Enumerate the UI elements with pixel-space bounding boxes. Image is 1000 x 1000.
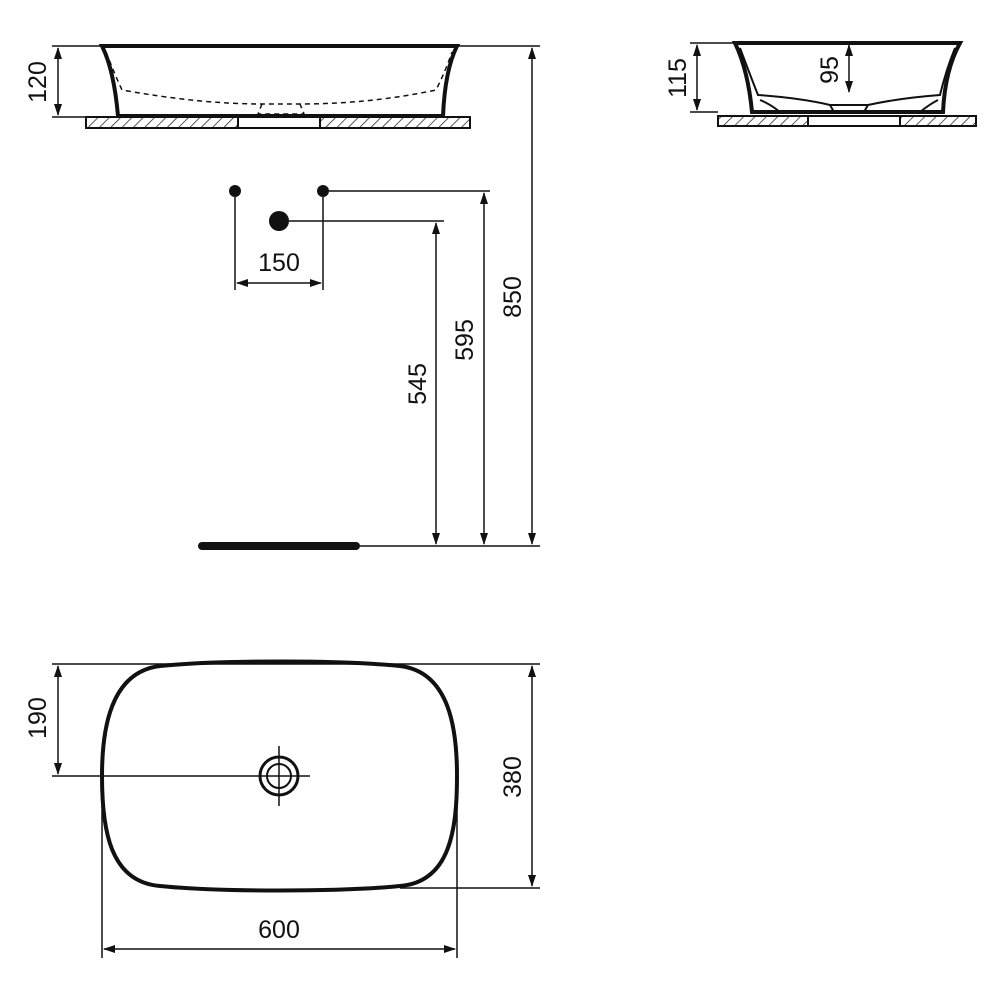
basin-front-outline: [98, 44, 461, 118]
countertop-cutout-side: [808, 117, 900, 125]
basin-side-outline: [731, 41, 964, 114]
plan-view: 190 380 600: [24, 659, 540, 958]
dim-label-tap-spacing: 150: [258, 249, 300, 277]
side-elevation: 115 95: [664, 41, 977, 127]
basin-front-inner-dashed: [105, 51, 453, 105]
dim-label-side-height: 115: [664, 58, 692, 98]
dim-label-overall-height: 850: [499, 276, 527, 318]
dim-label-waste-height: 545: [404, 363, 432, 405]
dim-label-front-height: 120: [24, 61, 52, 103]
dim-label-half-depth: 190: [24, 697, 52, 739]
dim-label-side-inner-depth: 95: [816, 56, 844, 84]
supply-point-left: [229, 185, 241, 197]
waste-front-dashed: [256, 103, 306, 115]
dim-label-depth: 380: [499, 756, 527, 798]
dim-label-width: 600: [258, 916, 300, 944]
basin-side-inner: [739, 47, 956, 106]
dim-label-supply-height: 595: [451, 319, 479, 361]
waste-point: [269, 211, 289, 231]
front-elevation: 120: [24, 44, 540, 129]
installation-view: 150 545 595 850: [198, 47, 540, 550]
supply-point-right: [317, 185, 329, 197]
countertop-cutout-front: [238, 118, 320, 127]
